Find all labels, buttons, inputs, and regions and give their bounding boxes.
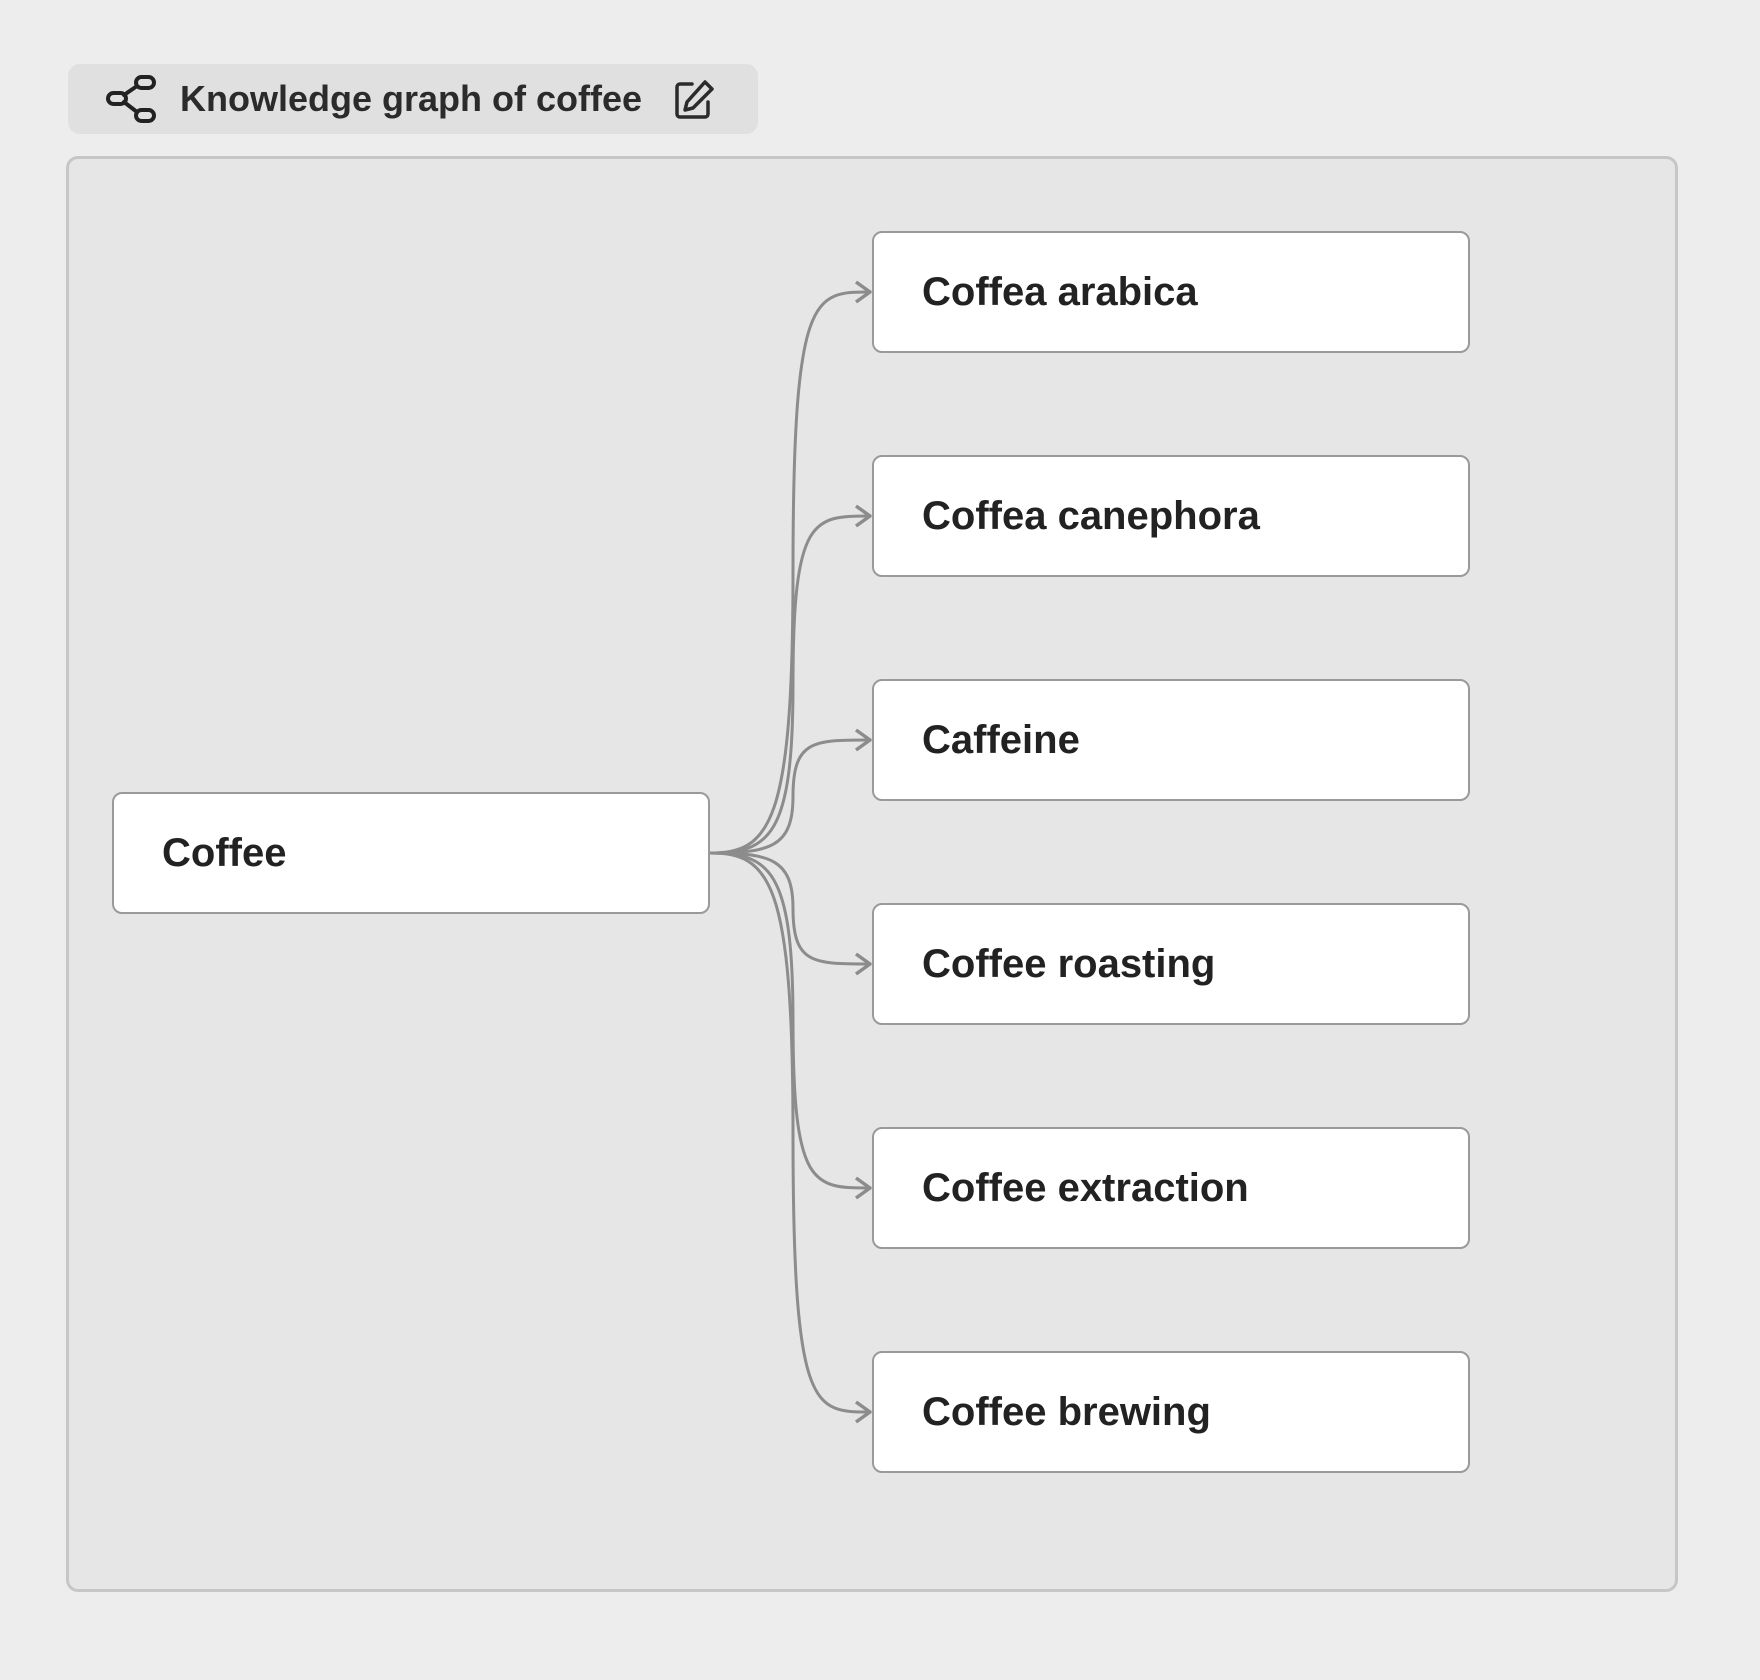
node-coffea-canephora[interactable]: Coffea canephora xyxy=(872,455,1470,577)
node-label: Coffea canephora xyxy=(922,494,1260,538)
node-coffee-brewing[interactable]: Coffee brewing xyxy=(872,1351,1470,1473)
node-label: Coffee roasting xyxy=(922,942,1216,986)
graph-title: Knowledge graph of coffee xyxy=(180,78,643,119)
node-label: Coffee brewing xyxy=(922,1390,1211,1434)
node-label: Caffeine xyxy=(922,718,1080,762)
share-graph-icon xyxy=(106,75,156,123)
node-coffea-arabica[interactable]: Coffea arabica xyxy=(872,231,1470,353)
node-caffeine[interactable]: Caffeine xyxy=(872,679,1470,801)
node-coffee-extraction[interactable]: Coffee extraction xyxy=(872,1127,1470,1249)
node-coffee-roasting[interactable]: Coffee roasting xyxy=(872,903,1470,1025)
node-label: Coffea arabica xyxy=(922,270,1198,314)
edit-icon[interactable] xyxy=(672,78,716,122)
node-coffee[interactable]: Coffee xyxy=(112,792,710,914)
graph-title-bar: Knowledge graph of coffee xyxy=(68,64,758,134)
node-label: Coffee xyxy=(162,831,287,875)
node-label: Coffee extraction xyxy=(922,1166,1249,1210)
